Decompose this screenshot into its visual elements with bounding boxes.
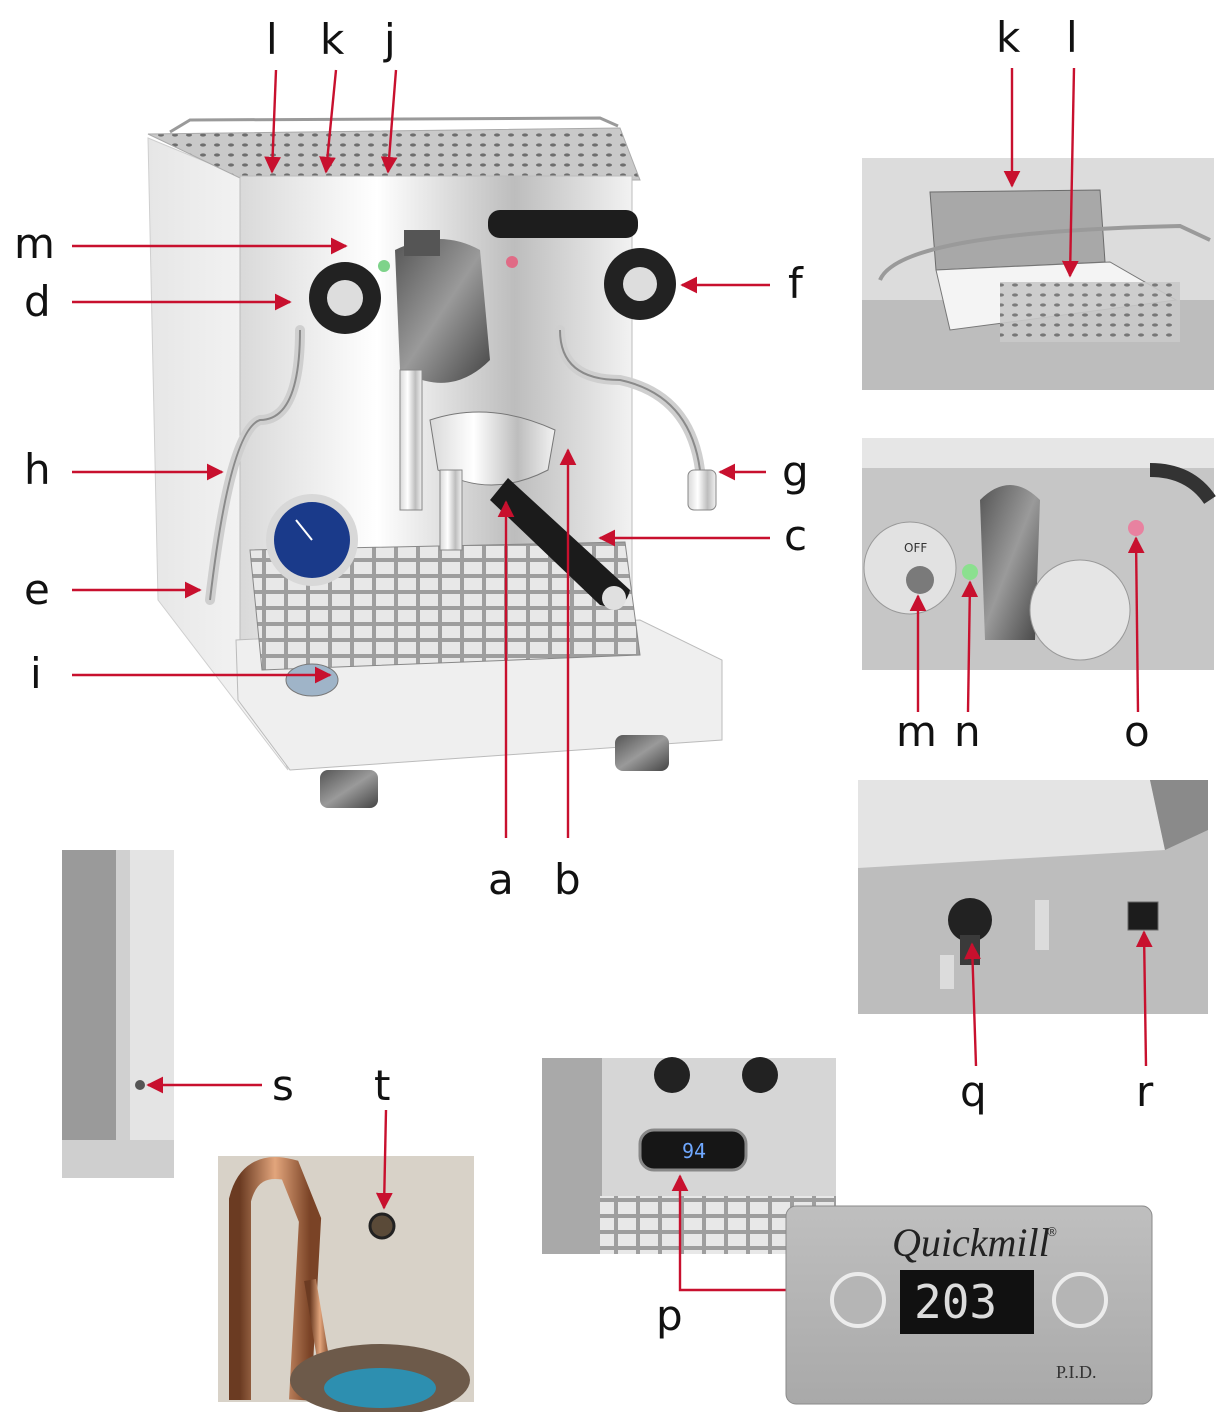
power-indicator-light (962, 564, 978, 580)
portafilter-spout (439, 469, 463, 551)
inset-underside-label-q: q (960, 1067, 987, 1116)
arrow-j (380, 69, 398, 174)
inset-cup-tray: k l (862, 13, 1214, 390)
steam-tap-valve (948, 898, 992, 942)
arrow-l (264, 69, 281, 174)
side-screw (135, 1080, 145, 1090)
power-switch (906, 566, 934, 594)
inset-underside-arrow-q (964, 942, 981, 1067)
drip-tray-grate (249, 541, 641, 671)
registered-mark: ® (1046, 1225, 1058, 1239)
inset-switch-label-n: n (954, 707, 981, 756)
portafilter-handle (490, 478, 630, 607)
inset-underside-arrow-r (1135, 930, 1153, 1067)
boiler-screw (368, 1212, 396, 1240)
off-marking: OFF (904, 541, 927, 555)
main-machine-illustration (147, 116, 723, 808)
group-head-closeup (980, 485, 1040, 640)
main-callout-labels: l k j m d f h g c e i a b (14, 15, 809, 904)
front-foot-right (615, 735, 669, 771)
inset-side-label-s: s (272, 1061, 294, 1110)
inset-internal-pipes: t (218, 1061, 474, 1412)
pid-model-label: P.I.D. (1056, 1362, 1097, 1382)
hx-column (399, 369, 423, 511)
label-c: c (784, 511, 807, 560)
inset-top-label-l: l (1066, 13, 1078, 62)
pid-display (900, 1270, 1034, 1334)
small-display-reading: 94 (682, 1139, 706, 1163)
brand-logo: Quickmill (892, 1220, 1050, 1265)
pid-button-right (1052, 1272, 1108, 1328)
small-pid-display (638, 1128, 748, 1172)
label-m: m (14, 219, 55, 268)
inset-pipe-arrow-t (375, 1109, 393, 1210)
pid-button-left (830, 1272, 886, 1328)
label-d: d (24, 277, 51, 326)
inset-underside: q r (858, 780, 1208, 1116)
main-callout-arrows (72, 69, 770, 838)
inset-switch-label-m: m (896, 707, 937, 756)
water-valve-arm (488, 210, 638, 238)
label-f: f (788, 259, 804, 308)
copper-pipe (229, 1157, 322, 1401)
inset-switch-arrow-o (1127, 536, 1145, 713)
tank-level-window (285, 663, 339, 697)
label-g: g (782, 447, 809, 496)
inset-display-label-p: p (656, 1291, 683, 1340)
inset-pipe-label-t: t (374, 1061, 390, 1110)
inset-top-label-k: k (996, 13, 1021, 62)
label-k: k (320, 15, 345, 64)
pid-display-reading: 203 (914, 1275, 997, 1329)
front-foot-left (320, 770, 378, 808)
label-e: e (24, 565, 50, 614)
label-i: i (30, 649, 42, 698)
inset-switch-label-o: o (1124, 707, 1150, 756)
inset-side-panel: s (62, 850, 294, 1178)
inset-underside-label-r: r (1136, 1067, 1154, 1116)
pid-control-panel: Quickmill ® 203 P.I.D. (785, 1205, 1153, 1405)
portafilter (429, 411, 556, 486)
label-b: b (554, 855, 581, 904)
inset-top-arrow-l (1061, 67, 1079, 278)
arrow-k (319, 69, 338, 174)
inset-switches: OFF m n o (862, 438, 1216, 756)
inset-switch-arrow-n (961, 580, 979, 713)
group-head (395, 239, 490, 383)
label-a: a (488, 855, 514, 904)
heating-indicator-light (1128, 520, 1144, 536)
label-j: j (383, 15, 396, 64)
pump-pressure-valve (404, 230, 440, 256)
rear-switch (1127, 901, 1159, 931)
label-h: h (24, 445, 51, 494)
label-l: l (266, 15, 278, 64)
